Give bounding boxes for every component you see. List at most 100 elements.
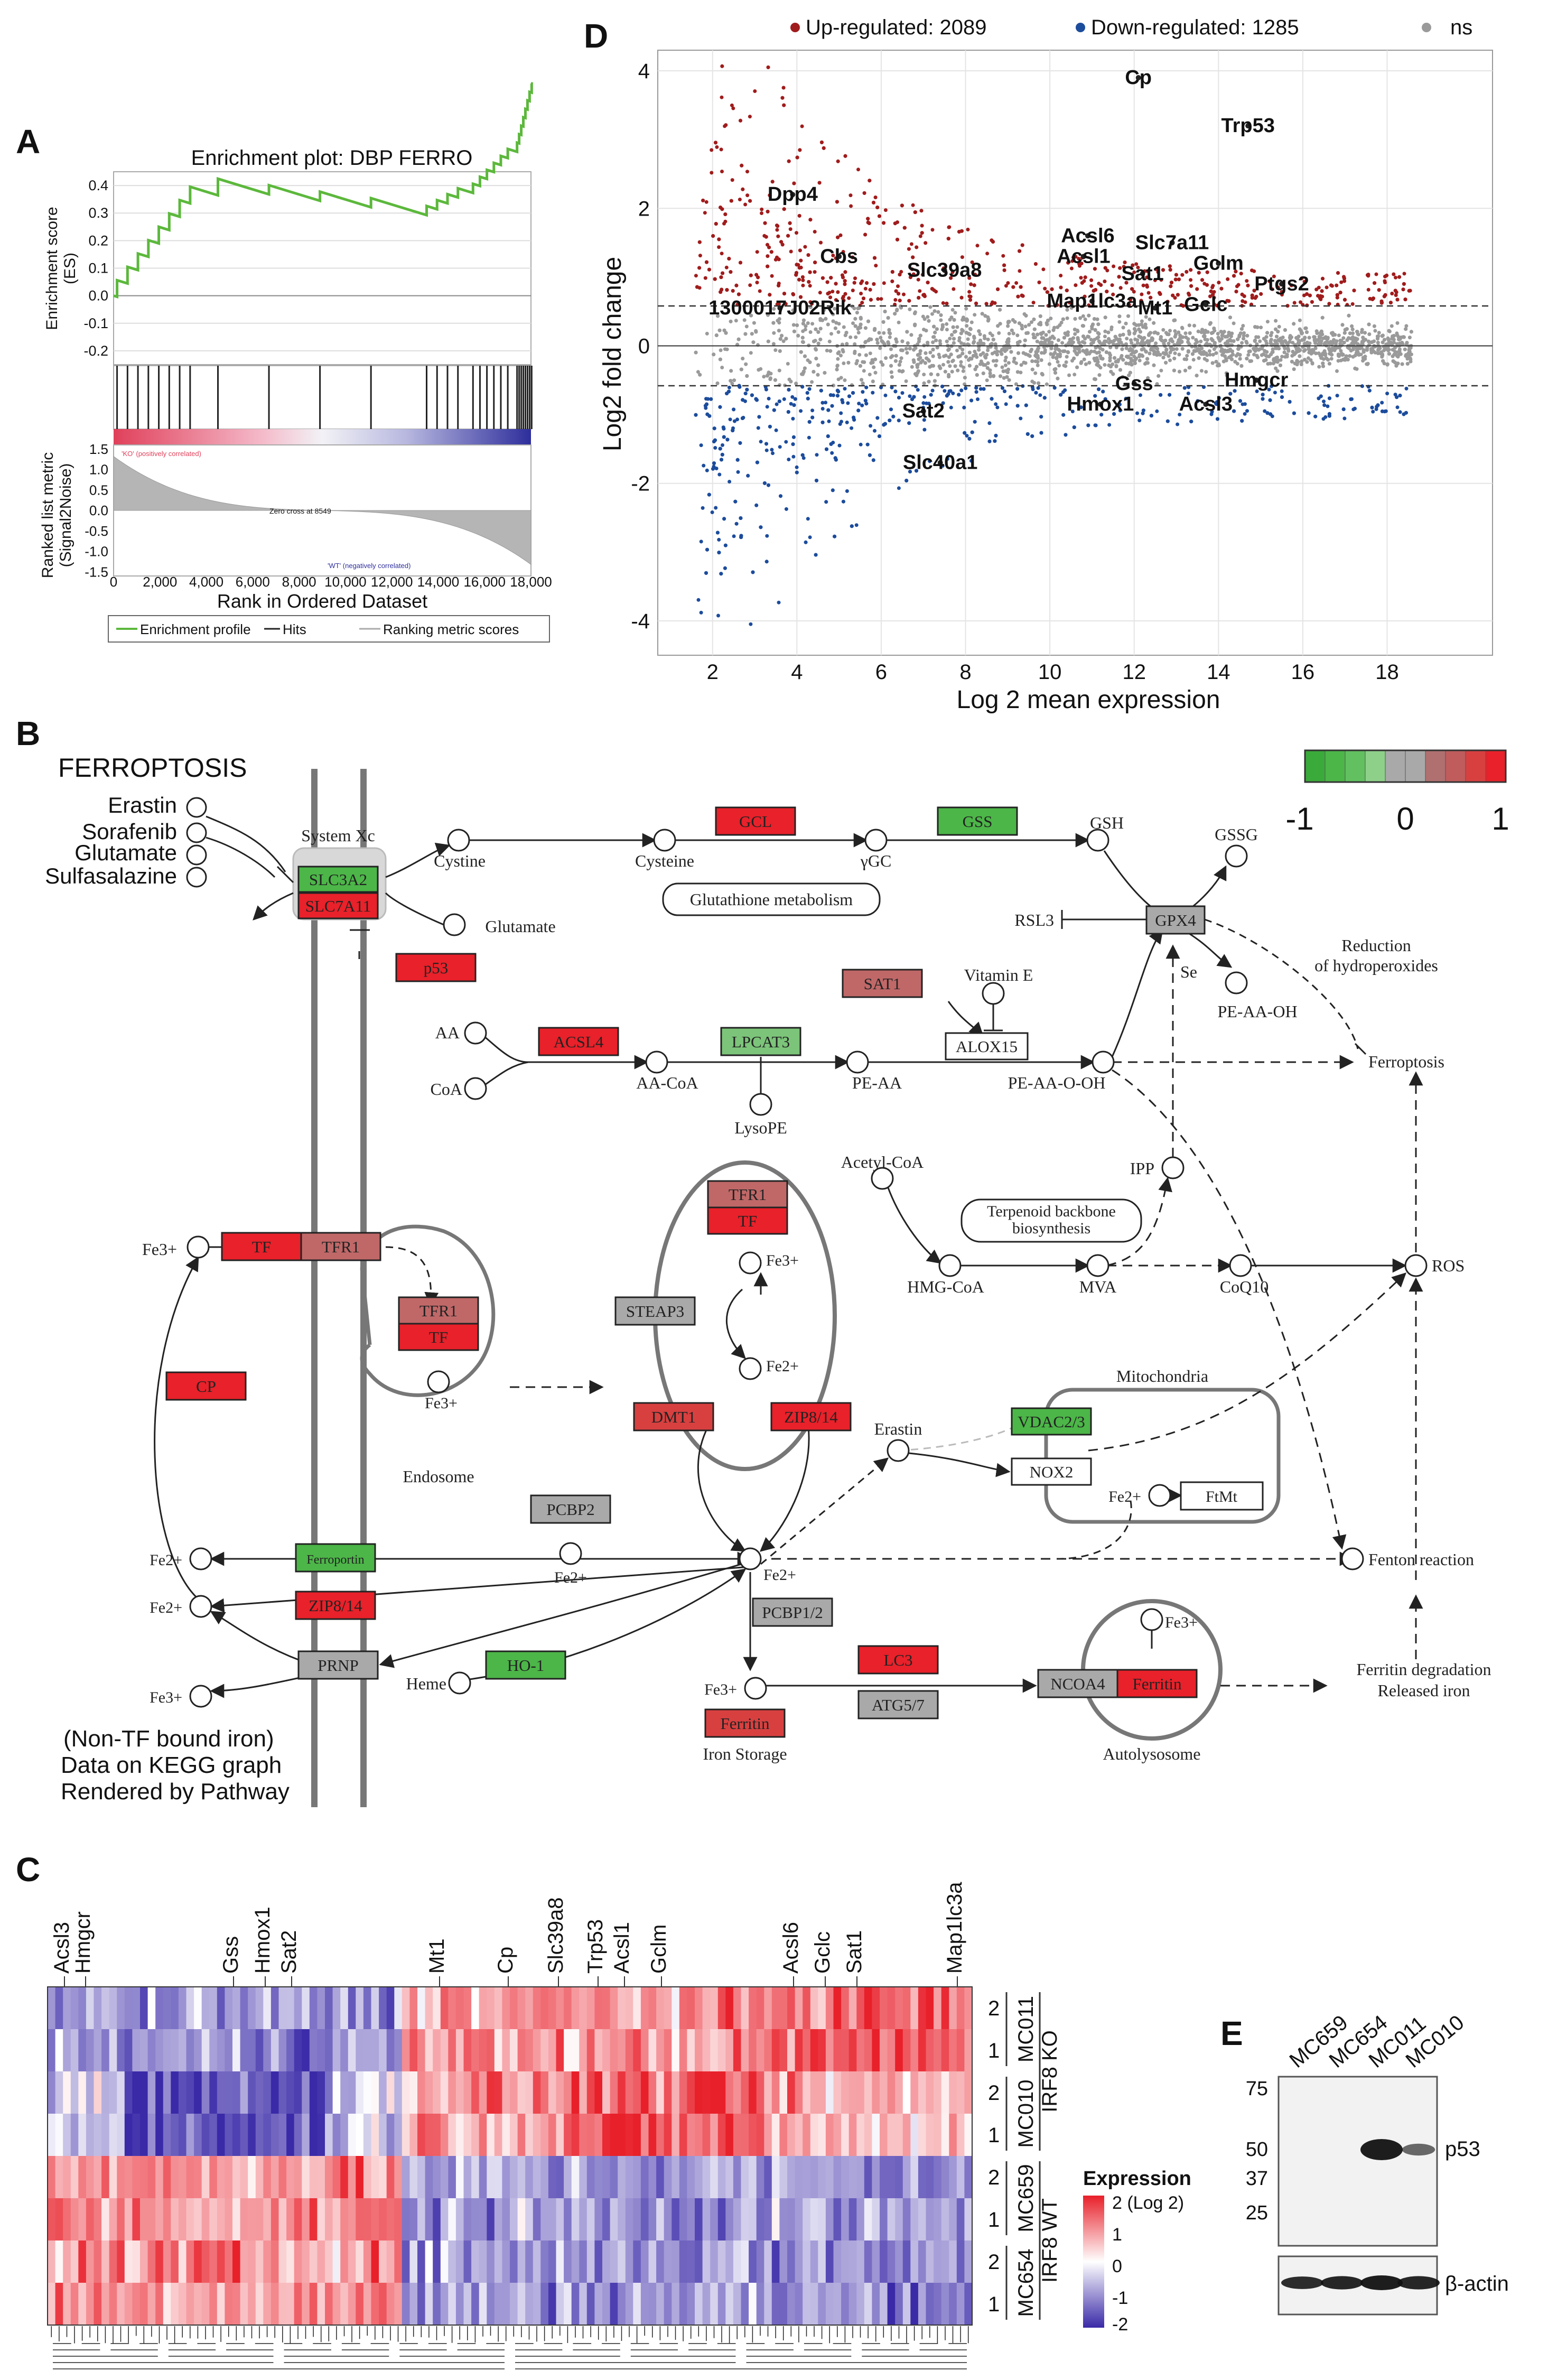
ma-point [1261, 397, 1265, 401]
ma-point [755, 250, 759, 254]
gsea-enrichment-profile [113, 82, 533, 299]
ma-point [856, 331, 861, 334]
ma-point [1392, 334, 1396, 338]
ma-point [1038, 314, 1042, 318]
ma-point [734, 319, 738, 323]
ma-point [732, 378, 736, 383]
ma-point [1069, 266, 1074, 271]
ma-point [1252, 352, 1256, 357]
ma-point [1369, 347, 1373, 351]
ma-point [1005, 375, 1009, 379]
ma-point [1003, 363, 1008, 367]
ma-point [932, 335, 936, 339]
ma-point [1233, 360, 1237, 364]
ma-point [1216, 336, 1220, 340]
gsea-es-tick: 0.2 [88, 233, 108, 248]
ma-point [724, 265, 729, 269]
ma-point [873, 429, 876, 433]
ma-point [871, 458, 875, 462]
ma-point [1006, 361, 1011, 365]
ma-point [1376, 403, 1380, 407]
ma-point [864, 353, 868, 357]
ma-point [890, 375, 894, 379]
ma-point [1283, 328, 1287, 332]
ma-point [1060, 341, 1065, 345]
ma-point [1036, 363, 1040, 367]
ma-point [717, 537, 721, 542]
ma-point [1146, 291, 1151, 295]
ma-point [745, 193, 750, 198]
ma-point [866, 217, 870, 221]
ma-point [853, 276, 857, 281]
ma-point [847, 296, 851, 300]
ma-point [904, 347, 908, 351]
ma-point [831, 488, 835, 492]
ma-point [981, 351, 985, 355]
ma-point [1348, 331, 1352, 336]
ma-point [695, 285, 699, 289]
ma-point [767, 396, 771, 401]
ma-point [1200, 278, 1204, 282]
ma-point [1023, 324, 1028, 329]
ma-point [1103, 334, 1107, 339]
ma-point [859, 315, 863, 320]
ma-point [900, 369, 904, 374]
ma-point [1369, 350, 1374, 355]
ma-point [1295, 362, 1299, 367]
ma-point [883, 208, 888, 212]
ma-point [959, 229, 964, 233]
ma-point [1212, 295, 1216, 300]
ma-point [999, 374, 1002, 378]
ma-point [823, 371, 827, 375]
ma-point [927, 379, 931, 384]
ma-point [883, 393, 888, 397]
ma-point [1205, 283, 1209, 287]
ma-point [1018, 269, 1022, 273]
ma-point [839, 376, 843, 380]
ma-point [994, 346, 998, 350]
ma-point [1043, 286, 1047, 291]
ma-point [1129, 347, 1133, 351]
ma-point [739, 516, 743, 520]
ma-point [1087, 313, 1091, 318]
ma-point [825, 348, 829, 352]
ma-point [1253, 339, 1257, 343]
ma-point [717, 237, 721, 241]
ma-point [1201, 334, 1206, 338]
ma-point [814, 357, 818, 360]
ma-point [763, 221, 767, 225]
ma-point [1081, 314, 1085, 318]
ma-point [912, 360, 916, 364]
ma-point [1393, 289, 1397, 293]
ma-point [1024, 403, 1028, 407]
ma-point [948, 389, 953, 393]
ma-point [1239, 327, 1244, 331]
ma-point [730, 382, 734, 386]
ma-point [807, 435, 811, 440]
ma-point [1109, 328, 1113, 331]
ma-point [1170, 281, 1173, 285]
ma-point [722, 517, 726, 521]
ma-point [1191, 336, 1195, 340]
ma-point [786, 361, 790, 366]
ma-point [1347, 313, 1351, 318]
ma-point [1059, 274, 1063, 277]
ma-point [751, 340, 756, 345]
ma-point [1212, 302, 1216, 306]
ma-point [848, 335, 853, 339]
ma-point [1177, 277, 1181, 282]
ma-point [988, 368, 992, 373]
ma-point [1216, 364, 1220, 368]
ma-point [813, 270, 817, 274]
gsea-x-tick: 10,000 [324, 574, 367, 590]
ma-point [897, 396, 901, 399]
ma-point [1079, 262, 1084, 265]
ma-point [718, 357, 722, 361]
ma-point [1124, 361, 1129, 366]
ma-point [699, 540, 703, 544]
ma-point [773, 348, 778, 352]
ma-point [967, 294, 972, 299]
ma-point [788, 221, 792, 225]
ma-point [959, 360, 963, 364]
ma-point [767, 245, 771, 249]
